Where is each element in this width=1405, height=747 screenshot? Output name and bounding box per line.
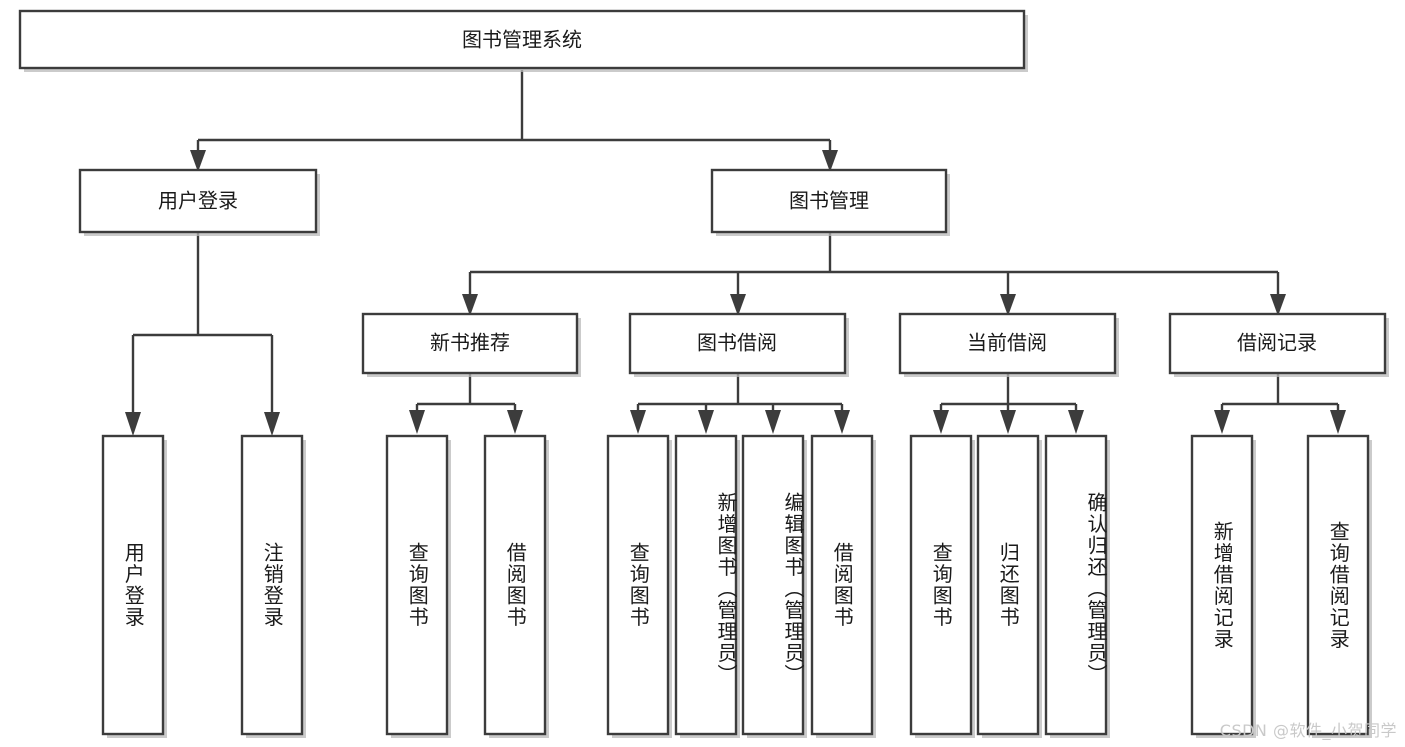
node-record-box[interactable] — [1168, 312, 1387, 375]
node-leaf-borrow-2-box[interactable] — [674, 434, 738, 736]
arrow-borrow-leaf-1 — [630, 410, 646, 434]
node-root-box[interactable] — [18, 9, 1026, 70]
arrow-newbook-leaf-1 — [409, 410, 425, 434]
node-root-label: 图书管理系统 — [462, 28, 582, 52]
arrow-user-leaf-1 — [125, 412, 141, 436]
node-leaf-newbook-2-box[interactable] — [483, 434, 547, 736]
arrow-record-leaf-1 — [1214, 410, 1230, 434]
node-leaf-borrow-4-box[interactable] — [810, 434, 874, 736]
arrow-user-leaf-2 — [264, 412, 280, 436]
node-leaf-current-2-box[interactable] — [976, 434, 1040, 736]
connector-group — [125, 70, 1346, 436]
arrow-bm-3 — [1000, 294, 1016, 316]
node-user-login-box[interactable] — [78, 168, 318, 234]
arrow-bm-4 — [1270, 294, 1286, 316]
node-leaf-borrow-1-box[interactable] — [606, 434, 670, 736]
csdn-watermark: CSDN @软件_小贺同学 — [1219, 721, 1397, 740]
node-leaf-user-1-box[interactable] — [101, 434, 165, 736]
node-book-mgmt-box[interactable] — [710, 168, 948, 234]
arrow-bm-1 — [462, 294, 478, 316]
arrow-borrow-leaf-3 — [765, 410, 781, 434]
node-current-label: 当前借阅 — [967, 331, 1047, 355]
node-leaf-borrow-3-box[interactable] — [741, 434, 805, 736]
arrow-record-leaf-2 — [1330, 410, 1346, 434]
node-leaf-record-2-box[interactable] — [1306, 434, 1370, 736]
arrow-bm-2 — [730, 294, 746, 316]
arrow-root-to-bookmgmt — [822, 150, 838, 172]
arrow-borrow-leaf-4 — [834, 410, 850, 434]
arrow-current-leaf-1 — [933, 410, 949, 434]
node-borrow-box[interactable] — [628, 312, 847, 375]
arrow-root-to-user — [190, 150, 206, 172]
node-leaf-user-2-box[interactable] — [240, 434, 304, 736]
node-leaf-current-3-box[interactable] — [1044, 434, 1108, 736]
arrow-current-leaf-2 — [1000, 410, 1016, 434]
node-newbook-box[interactable] — [361, 312, 579, 375]
node-record-label: 借阅记录 — [1237, 331, 1317, 355]
horizontal-label-group: 图书管理系统 用户登录 图书管理 新书推荐 图书借阅 当前借阅 借阅记录 — [158, 28, 1317, 355]
arrow-borrow-leaf-2 — [698, 410, 714, 434]
node-newbook-label: 新书推荐 — [430, 331, 510, 355]
node-leaf-record-1-box[interactable] — [1190, 434, 1254, 736]
node-leaf-current-1-box[interactable] — [909, 434, 973, 736]
node-current-box[interactable] — [898, 312, 1117, 375]
node-book-mgmt-label: 图书管理 — [789, 189, 869, 213]
arrow-newbook-leaf-2 — [507, 410, 523, 434]
arrow-current-leaf-3 — [1068, 410, 1084, 434]
node-borrow-label: 图书借阅 — [697, 331, 777, 355]
box-group — [18, 9, 1387, 736]
node-user-login-label: 用户登录 — [158, 189, 238, 213]
node-leaf-newbook-1-box[interactable] — [385, 434, 449, 736]
